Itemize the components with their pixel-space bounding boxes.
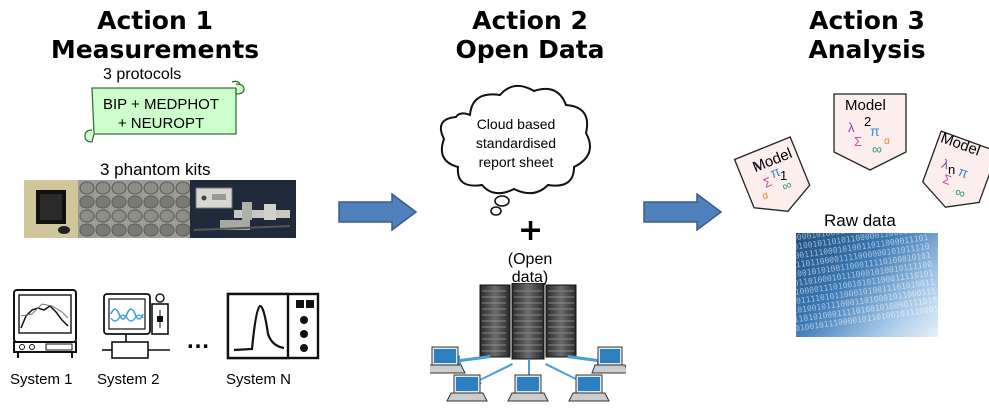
phantom-disc: [111, 195, 127, 209]
svg-text:Σ: Σ: [854, 134, 862, 149]
action-2-title: Action 2: [472, 6, 588, 35]
server-network-icon: [430, 283, 626, 402]
cloud-line-2: standardised: [475, 135, 557, 151]
phantom-disc: [175, 195, 190, 209]
phantom-kit-photo-1: [24, 180, 78, 238]
optical-setup-image: [190, 180, 296, 238]
system-1-monitor-icon: [13, 289, 77, 358]
cloud-shape: [440, 84, 591, 216]
action-1-heading: Action 1 Measurements: [40, 6, 270, 64]
phantom-kit-photo-3: [190, 180, 296, 238]
svg-text:∞: ∞: [872, 141, 882, 157]
svg-text:λ: λ: [753, 160, 763, 173]
protocols-label: 3 protocols: [103, 66, 182, 83]
model-n-index: n: [948, 162, 956, 177]
open-data-label: (Open data): [500, 251, 560, 287]
laptops: [430, 346, 626, 402]
system-1-label: System 1: [10, 371, 73, 388]
phantom-discs-image: [79, 181, 190, 237]
phantom-disc: [79, 181, 95, 195]
server-racks: [479, 283, 577, 360]
phantom-disc: [143, 195, 159, 209]
model-1-card: λ π Σ ∞ α: [733, 136, 811, 212]
phantom-disc: [143, 181, 159, 195]
open-data-line-1: (Open: [507, 251, 553, 268]
action-1-title: Action 1: [97, 6, 213, 35]
phantom-disc: [95, 223, 111, 237]
model-2-index: 2: [864, 114, 872, 129]
action-2-subtitle: Open Data: [455, 35, 605, 64]
phantom-disc: [95, 195, 111, 209]
action-3-heading: Action 3 Analysis: [752, 6, 982, 64]
cuvette-holder-image: [24, 180, 78, 238]
phantom-disc: [159, 223, 175, 237]
action-3-subtitle: Analysis: [808, 35, 926, 64]
cloud-line-1: Cloud based: [476, 116, 556, 132]
cloud-line-3: report sheet: [478, 154, 554, 170]
protocols-line-2: + NEUROPT: [117, 115, 205, 132]
phantom-disc: [111, 209, 127, 223]
arrow-2-to-3-icon: [643, 193, 723, 231]
action-3-title: Action 3: [809, 6, 925, 35]
phantom-disc: [159, 209, 175, 223]
phantom-kit-photo-2: [78, 180, 190, 238]
ellipsis: …: [186, 327, 212, 354]
phantom-disc: [143, 223, 159, 237]
raw-data-digits: 1000101010001011110001110000101 01100001…: [796, 233, 938, 334]
plus-sign: +: [518, 213, 544, 248]
svg-text:α: α: [884, 136, 890, 147]
raw-data-label: Raw data: [824, 211, 896, 230]
action-2-heading: Action 2 Open Data: [415, 6, 645, 64]
phantom-disc: [159, 181, 175, 195]
cloud-text: Cloud based standardised report sheet: [458, 115, 574, 172]
model-2-card: λ π Σ ∞ α: [833, 93, 907, 171]
phantom-disc: [127, 223, 143, 237]
phantom-disc: [111, 223, 127, 237]
phantom-disc: [79, 223, 95, 237]
phantom-disc: [127, 209, 143, 223]
phantom-disc: [143, 209, 159, 223]
model-1-index: 1: [780, 168, 788, 183]
phantom-disc: [175, 181, 190, 195]
model-n-card: λ π Σ ∞: [921, 130, 989, 208]
phantom-disc: [111, 181, 127, 195]
svg-text:π: π: [870, 123, 880, 139]
phantom-kits-label: 3 phantom kits: [100, 160, 211, 179]
svg-text:α: α: [761, 190, 771, 202]
arrow-1-to-2-icon: [338, 193, 418, 231]
system-2-label: System 2: [97, 371, 160, 388]
model-2-label: Model: [845, 97, 886, 114]
open-data-line-2: data): [511, 269, 549, 286]
protocols-line-1: BIP + MEDPHOT: [102, 96, 219, 113]
raw-data-image: 1000101010001011110001110000101 01100001…: [796, 233, 938, 337]
phantom-disc: [95, 181, 111, 195]
protocols-scroll: [84, 80, 245, 143]
phantom-disc: [175, 209, 190, 223]
system-2-monitor-icon: [102, 293, 170, 359]
phantom-disc: [95, 209, 111, 223]
protocols-text: BIP + MEDPHOT + NEUROPT: [86, 95, 236, 133]
phantom-disc: [127, 195, 143, 209]
system-n-label: System N: [226, 371, 292, 388]
phantom-disc: [159, 195, 175, 209]
phantom-disc: [127, 181, 143, 195]
system-n-monitor-icon: [226, 292, 320, 360]
action-1-subtitle: Measurements: [50, 35, 260, 64]
svg-text:λ: λ: [848, 120, 855, 135]
phantom-disc: [175, 223, 190, 237]
phantom-disc: [79, 195, 95, 209]
svg-text:λ: λ: [940, 156, 952, 172]
phantom-disc: [79, 209, 95, 223]
